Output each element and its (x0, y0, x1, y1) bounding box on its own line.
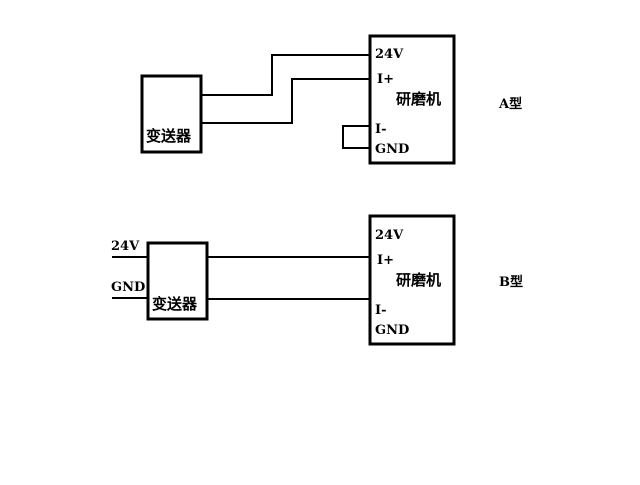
diagram-b: 24V GND 变送器 24V I+ 研磨机 I- GND B型 (111, 214, 523, 346)
grinder-b-box (368, 214, 456, 346)
grinder-b-label: 研磨机 (396, 271, 441, 289)
grinder-b-terminal-i-plus: I+ (377, 253, 394, 268)
grinder-a-terminal-i-minus: I- (375, 122, 386, 137)
wire-a-jumper (342, 125, 370, 149)
grinder-b-terminal-i-minus: I- (375, 303, 386, 318)
grinder-b-terminal-24v: 24V (375, 228, 404, 243)
grinder-a-box (368, 34, 456, 165)
type-a-label: A型 (498, 96, 522, 112)
grinder-b-terminal-gnd: GND (375, 323, 409, 338)
grinder-a-terminal-24v: 24V (375, 47, 404, 62)
transmitter-a-label: 变送器 (146, 127, 192, 145)
grinder-a-terminal-i-plus: I+ (377, 72, 394, 87)
external-terminal-gnd: GND (111, 280, 145, 295)
transmitter-a-box (140, 74, 203, 154)
grinder-a-label: 研磨机 (396, 90, 441, 108)
transmitter-b-box (146, 241, 209, 321)
external-terminal-24v: 24V (111, 239, 140, 254)
wire-a-24v (201, 54, 370, 96)
transmitter-b-label: 变送器 (152, 295, 198, 313)
type-b-label: B型 (499, 274, 523, 290)
diagram-a: 变送器 24V I+ 研磨机 I- GND A型 (140, 34, 522, 165)
grinder-a-terminal-gnd: GND (375, 142, 409, 157)
wire-a-i-plus (201, 78, 370, 124)
